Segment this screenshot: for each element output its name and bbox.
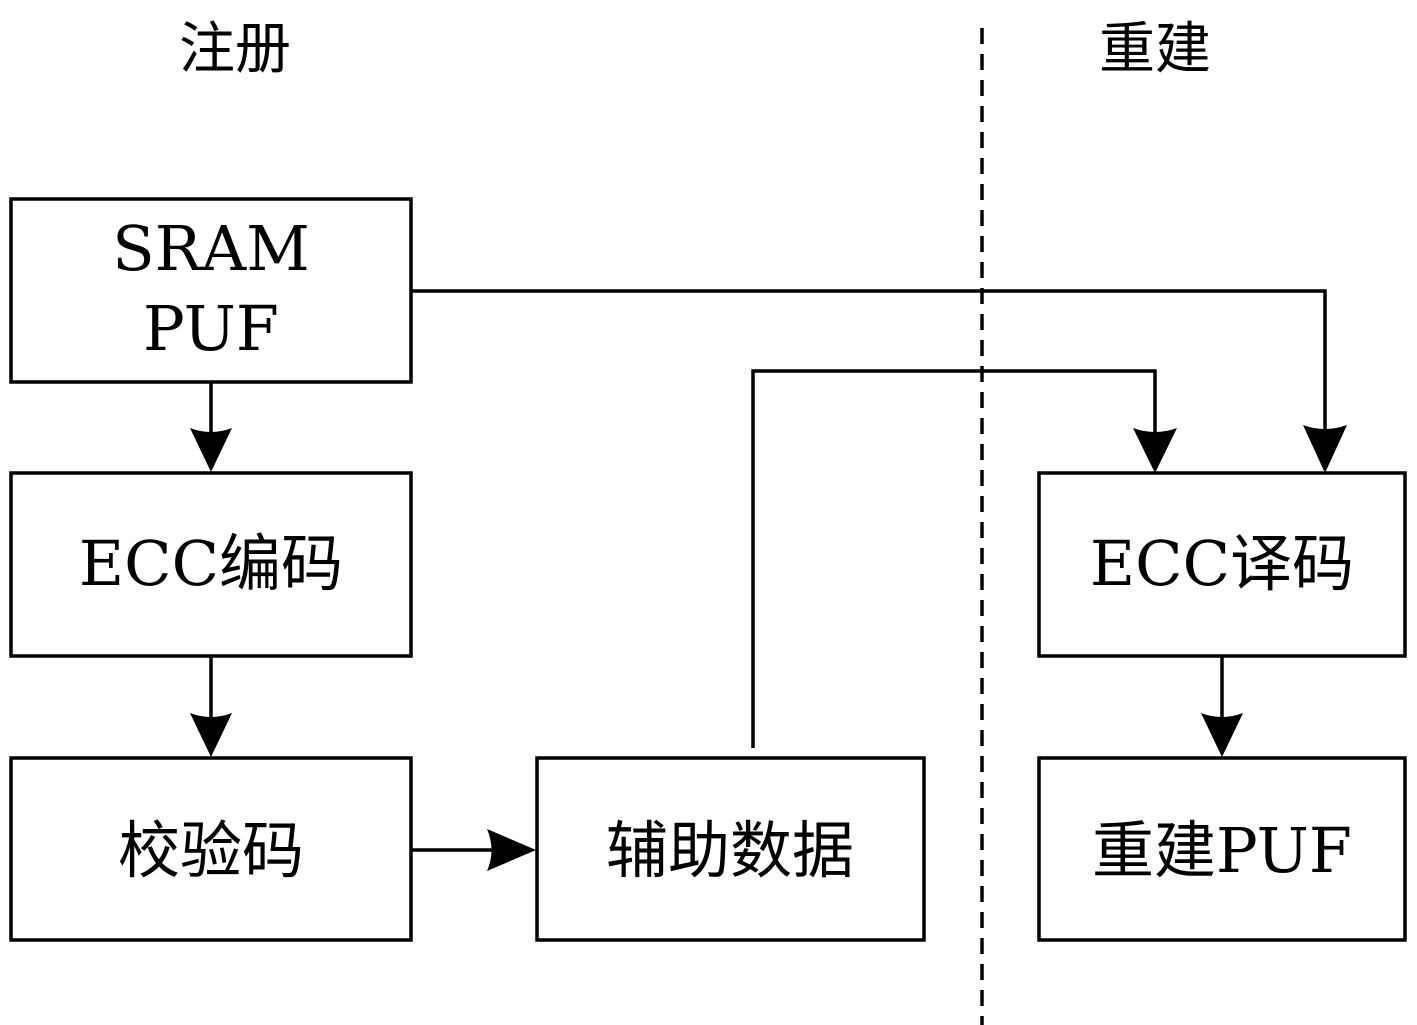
node-label-line2: PUF bbox=[143, 292, 279, 365]
node-label: 重建PUF bbox=[1092, 814, 1352, 887]
arrow-head bbox=[1303, 425, 1347, 473]
edge-ecc-encode-to-check-code bbox=[190, 656, 232, 757]
node-helper-data: 辅助数据 bbox=[535, 756, 926, 942]
arrow-head bbox=[190, 713, 232, 757]
edge-helper-data-to-ecc-decode bbox=[751, 369, 1177, 748]
edge-ecc-decode-to-rebuilt-puf bbox=[1201, 656, 1243, 757]
edge-sram-to-ecc-decode bbox=[412, 289, 1347, 473]
section-title-enroll: 注册 bbox=[179, 17, 291, 82]
node-check-code: 校验码 bbox=[9, 756, 413, 942]
arrow-head bbox=[1201, 713, 1243, 757]
node-sram-puf: SRAM PUF bbox=[9, 197, 413, 384]
arrow-head bbox=[190, 428, 232, 472]
node-label: ECC编码 bbox=[79, 527, 343, 600]
node-label: 校验码 bbox=[118, 814, 304, 887]
node-label: 辅助数据 bbox=[606, 814, 854, 887]
node-ecc-encode: ECC编码 bbox=[9, 471, 413, 658]
edge-check-code-to-helper-data bbox=[412, 829, 536, 871]
node-ecc-decode: ECC译码 bbox=[1037, 471, 1407, 658]
arrow-head bbox=[1133, 428, 1177, 473]
node-label: ECC译码 bbox=[1090, 527, 1354, 600]
node-rebuilt-puf: 重建PUF bbox=[1037, 756, 1407, 942]
node-label-line1: SRAM bbox=[112, 212, 309, 285]
edge-sram-to-ecc-encode bbox=[190, 382, 232, 472]
section-title-reconstruct: 重建 bbox=[1099, 17, 1211, 82]
arrow-head bbox=[487, 829, 536, 871]
